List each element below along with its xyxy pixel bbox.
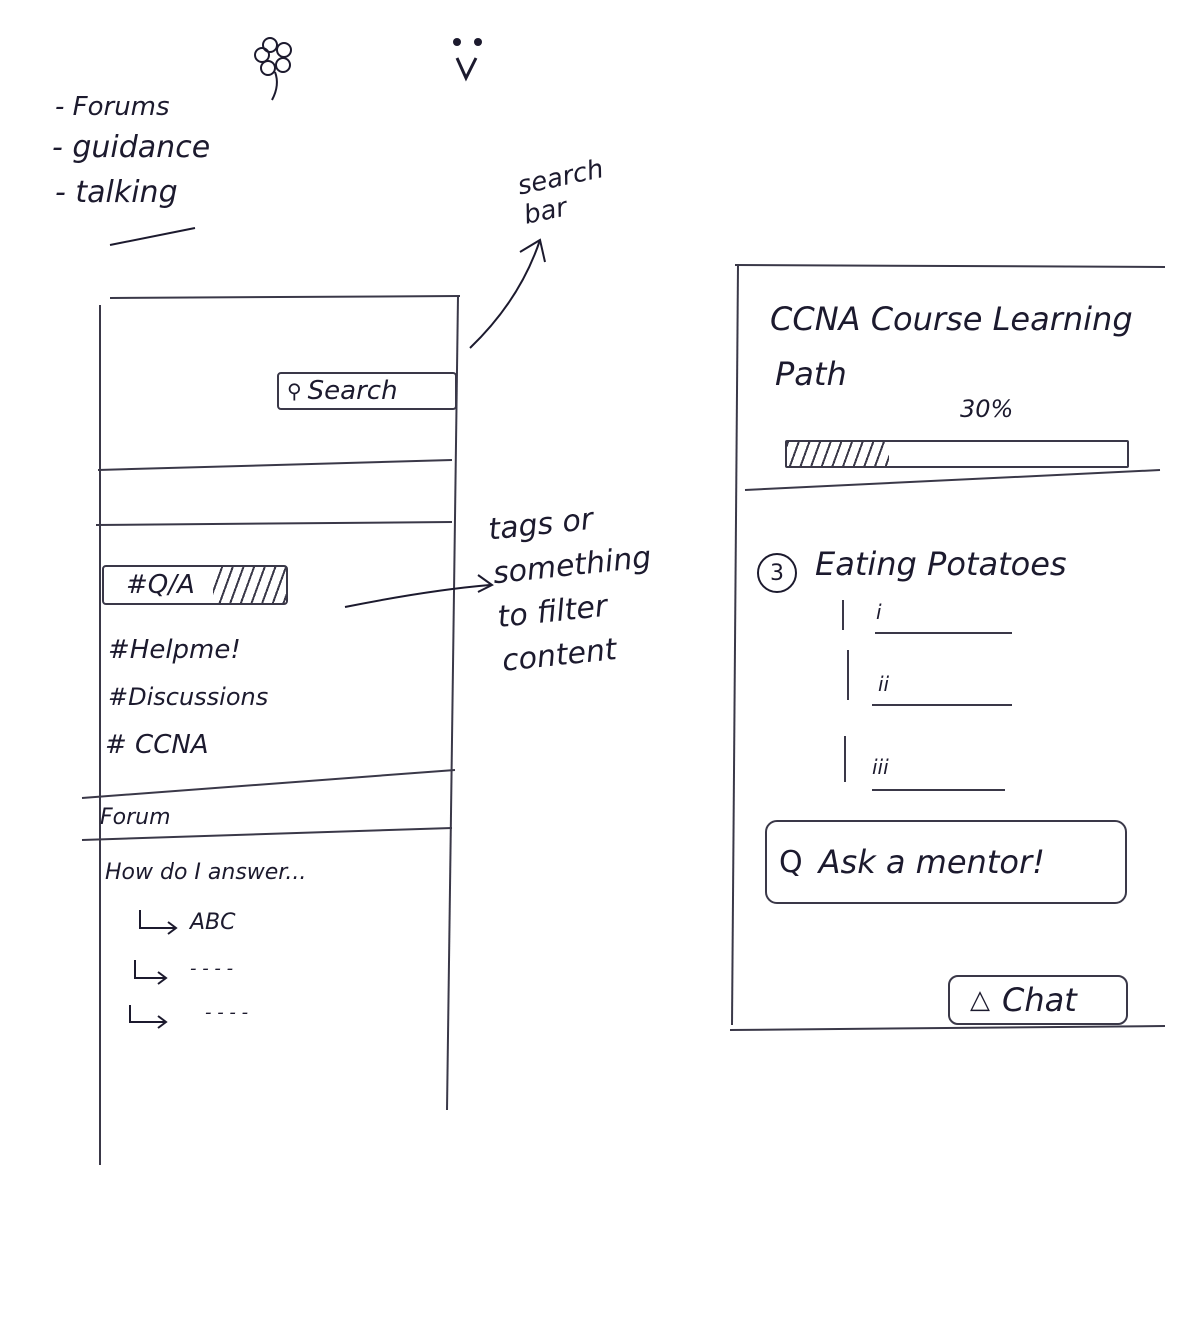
ask-mentor-button[interactable]: Q Ask a mentor! (765, 820, 1127, 904)
reply-item[interactable]: - - - - (205, 1002, 249, 1023)
tag-ccna[interactable]: # CCNA (105, 730, 209, 760)
forum-header: Forum (100, 805, 171, 830)
reply-arrow-icons (129, 910, 178, 1029)
left-screen-frame (81, 295, 461, 1165)
tags-annotation: tags or something to filter content (486, 501, 653, 679)
progress-bar (785, 440, 1129, 468)
underline (109, 227, 196, 246)
course-title-line2: Path (775, 355, 847, 393)
note-guidance: - guidance (52, 130, 211, 165)
arrow-to-tags-annotation (344, 584, 491, 608)
search-icon: ⚲ (287, 379, 302, 403)
smiley-icon (453, 38, 482, 82)
search-input[interactable]: ⚲ Search (277, 372, 457, 410)
reply-item[interactable]: ABC (190, 910, 236, 935)
progress-fill (787, 442, 889, 466)
module-number-badge: 3 (757, 553, 797, 593)
course-title-line1: CCNA Course Learning (770, 300, 1133, 338)
thread-title[interactable]: How do I answer... (105, 860, 307, 885)
lesson-item[interactable]: i (876, 600, 882, 624)
tag-qa[interactable]: #Q/A (102, 565, 288, 605)
chat-bubble-icon: △ (970, 985, 990, 1015)
lesson-item[interactable]: iii (872, 755, 889, 779)
question-icon: Q (779, 844, 803, 880)
flower-icon (254, 37, 292, 101)
module-title[interactable]: Eating Potatoes (815, 545, 1067, 583)
arrow-to-search-annotation (469, 239, 541, 349)
progress-label: 30% (960, 395, 1014, 423)
tag-helpme[interactable]: #Helpme! (108, 635, 241, 665)
note-forums: - Forums (55, 92, 170, 122)
note-talking: - talking (55, 175, 178, 210)
right-screen-frame (729, 264, 1166, 1031)
reply-item[interactable]: - - - - (190, 958, 234, 979)
chat-button[interactable]: △ Chat (948, 975, 1128, 1025)
search-label: Search (307, 376, 398, 406)
tag-discussions[interactable]: #Discussions (108, 683, 269, 711)
lesson-item[interactable]: ii (878, 672, 890, 696)
